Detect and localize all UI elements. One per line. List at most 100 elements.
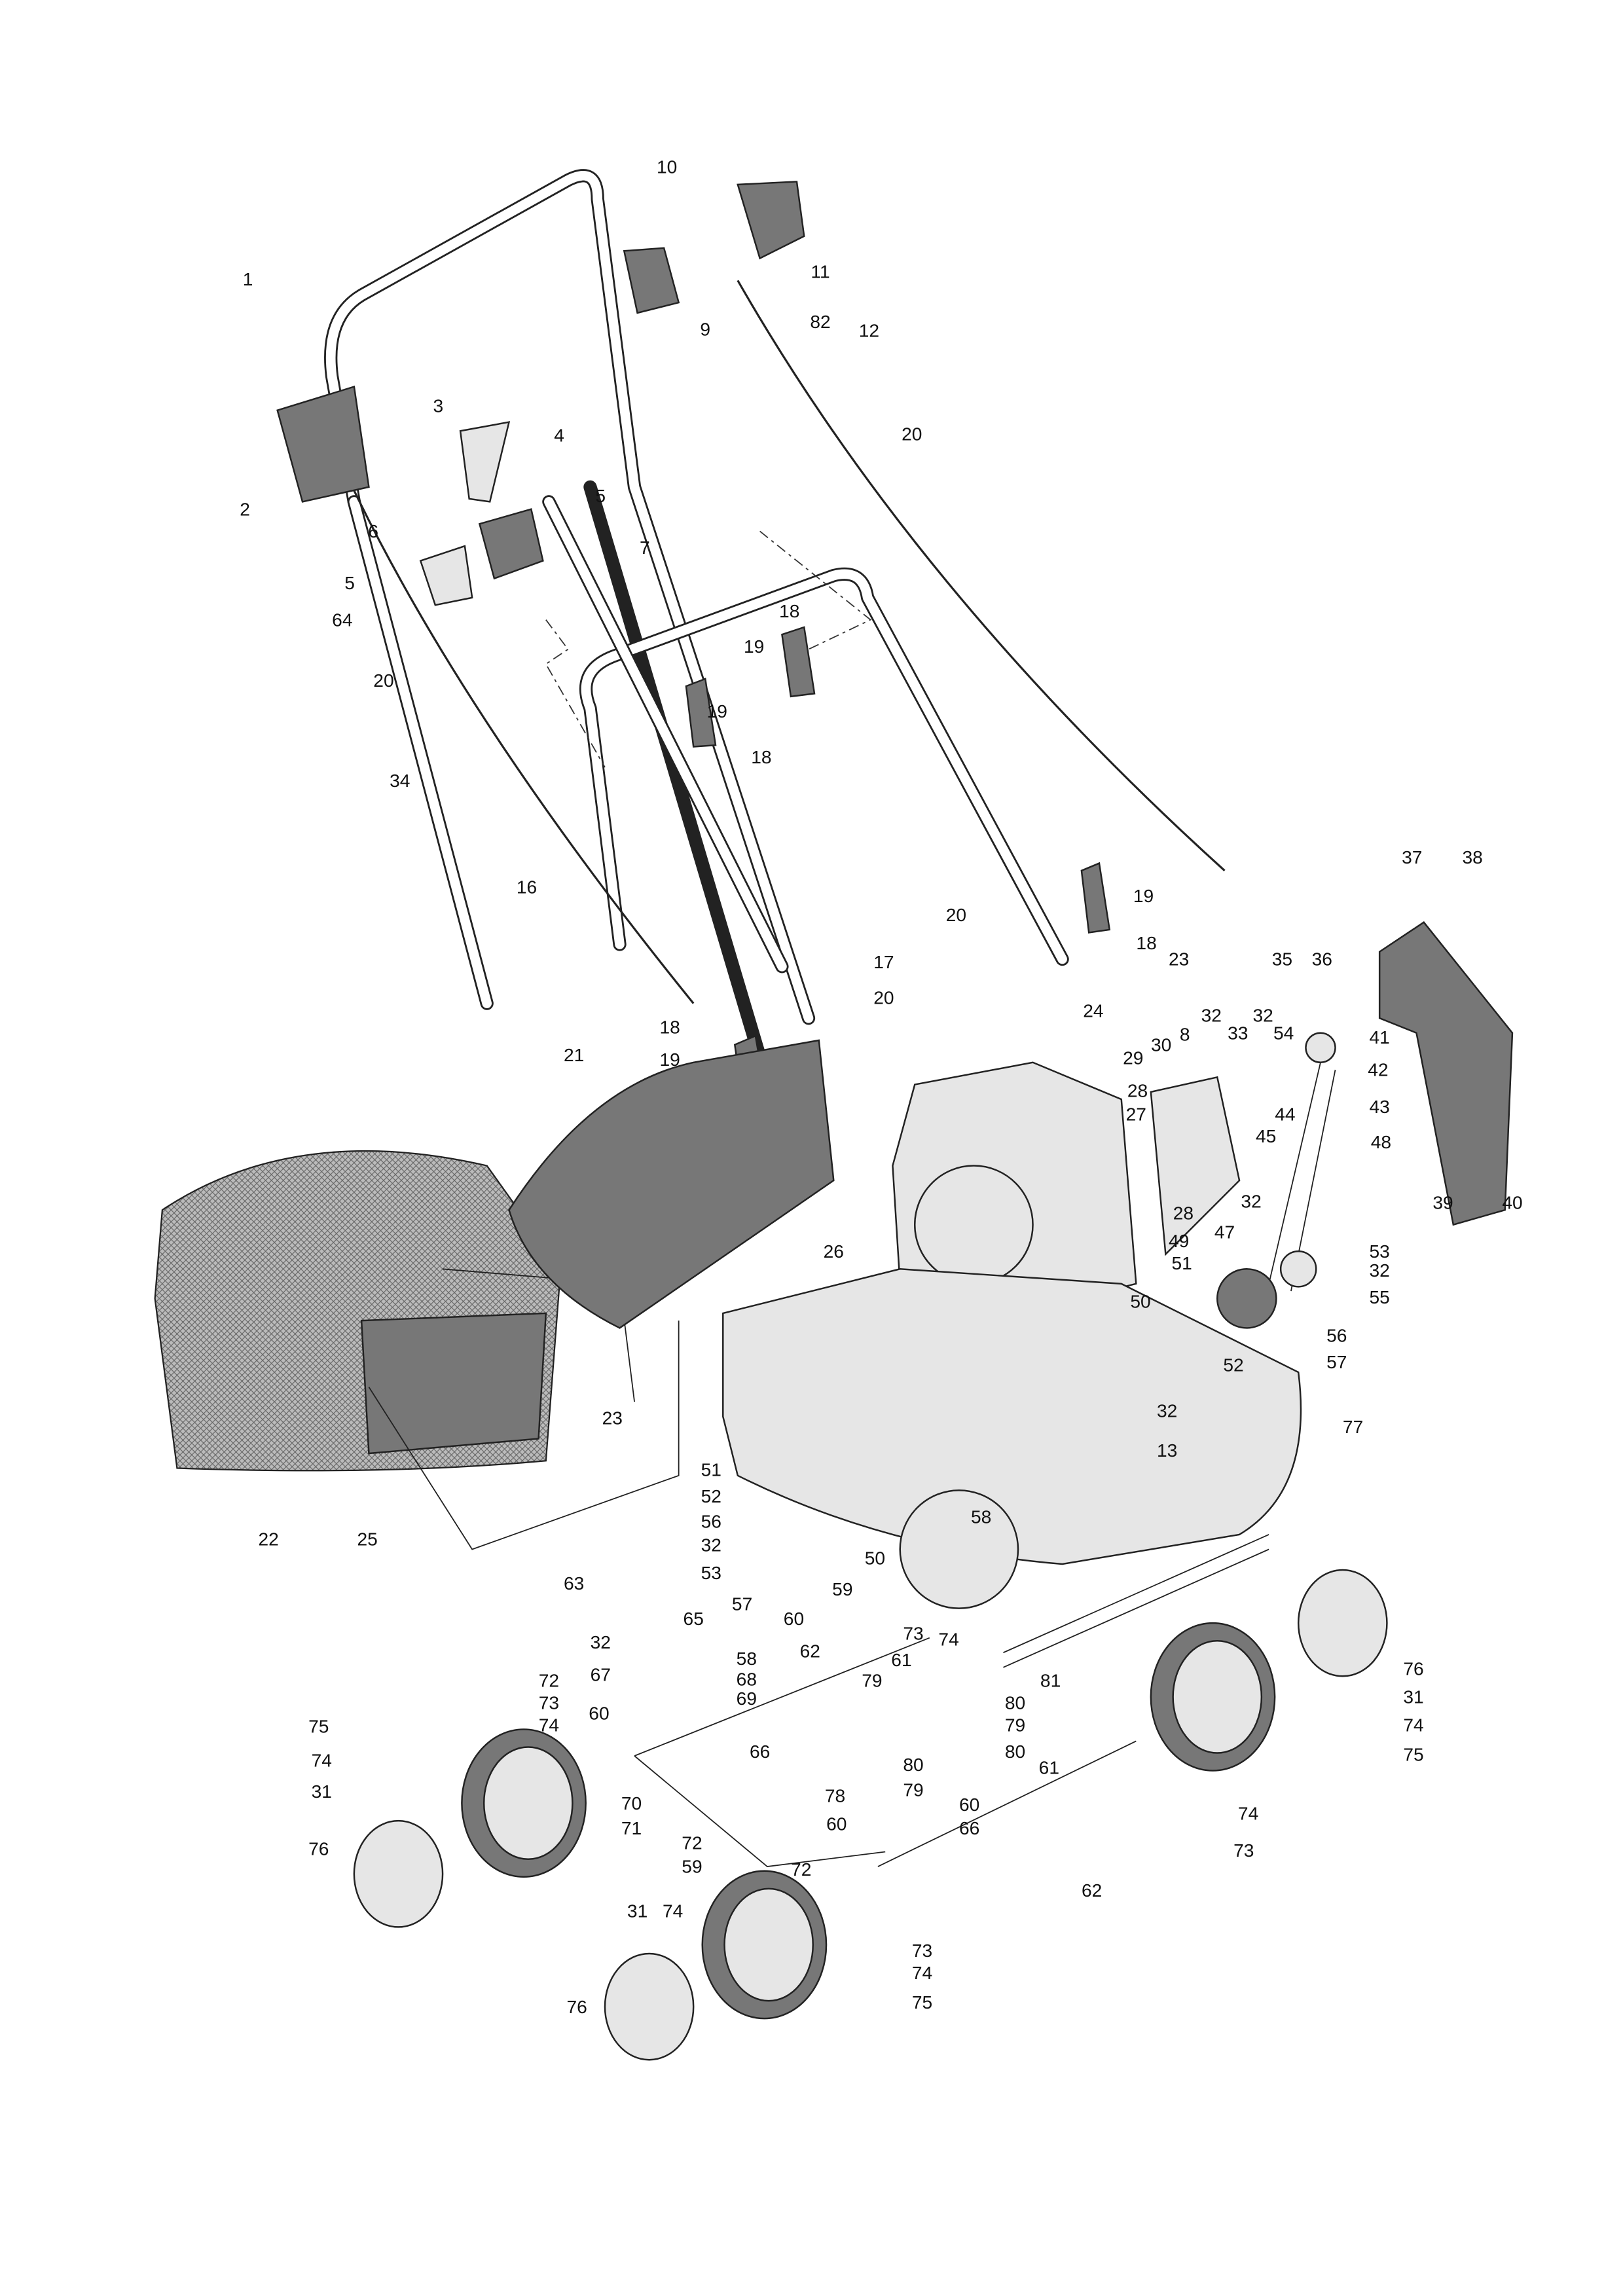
callout-label: 18 bbox=[1136, 932, 1156, 953]
callout-label: 75 bbox=[308, 1716, 329, 1737]
callout-label: 70 bbox=[621, 1793, 642, 1813]
callout-label: 67 bbox=[591, 1664, 611, 1685]
callout-label: 22 bbox=[258, 1528, 278, 1549]
lower-handle bbox=[542, 480, 1069, 1114]
callout-label: 77 bbox=[1343, 1416, 1363, 1437]
callout-label: 2 bbox=[240, 498, 250, 519]
callout-label: 63 bbox=[564, 1573, 584, 1594]
hubcap-76 bbox=[353, 1819, 444, 1928]
callout-label: 29 bbox=[1123, 1048, 1143, 1068]
callout-label: 36 bbox=[1312, 949, 1332, 970]
callout-label: 9 bbox=[700, 318, 710, 339]
callout-label: 74 bbox=[312, 1749, 332, 1770]
callout-label: 54 bbox=[1273, 1022, 1294, 1043]
hubcap-76 bbox=[604, 1952, 695, 2061]
callout-label: 19 bbox=[744, 636, 764, 657]
callout-label: 32 bbox=[1252, 1004, 1273, 1025]
engine-starter bbox=[914, 1165, 1034, 1285]
callout-label: 52 bbox=[1223, 1354, 1243, 1375]
callout-label: 66 bbox=[750, 1741, 770, 1762]
callout-label: 59 bbox=[682, 1856, 702, 1877]
callout-label: 60 bbox=[959, 1794, 979, 1815]
switch-box-2 bbox=[276, 386, 370, 503]
callout-label: 34 bbox=[390, 770, 410, 791]
callout-label: 61 bbox=[891, 1649, 911, 1670]
callout-label: 61 bbox=[1039, 1757, 1059, 1778]
callout-label: 23 bbox=[1169, 949, 1189, 970]
callout-label: 28 bbox=[1173, 1202, 1194, 1223]
clamp-5b bbox=[419, 545, 473, 606]
callout-label: 78 bbox=[825, 1785, 845, 1806]
plate-47 bbox=[1150, 1076, 1241, 1256]
callout-label: 25 bbox=[357, 1528, 377, 1549]
callout-label: 47 bbox=[1214, 1222, 1235, 1243]
wheel-75-rear-left bbox=[461, 1728, 587, 1878]
callout-label: 31 bbox=[627, 1900, 647, 1921]
callout-label: 32 bbox=[1241, 1190, 1261, 1211]
cable-12 bbox=[737, 280, 1226, 871]
belt-cover-37 bbox=[1378, 921, 1514, 1226]
callout-label: 57 bbox=[1326, 1351, 1347, 1372]
callout-label: 79 bbox=[903, 1779, 923, 1800]
callout-label: 79 bbox=[1005, 1714, 1025, 1735]
callout-label: 75 bbox=[912, 1992, 932, 2013]
callout-label: 33 bbox=[1228, 1022, 1248, 1043]
deck-77 bbox=[722, 1268, 1302, 1565]
callout-label: 79 bbox=[862, 1670, 882, 1691]
callout-label: 62 bbox=[1082, 1880, 1102, 1901]
callout-label: 31 bbox=[1403, 1686, 1423, 1707]
callout-label: 20 bbox=[873, 987, 894, 1008]
callout-label: 58 bbox=[737, 1648, 757, 1669]
callout-label: 64 bbox=[332, 609, 352, 630]
hubcap-76 bbox=[1297, 1569, 1388, 1677]
callout-label: 73 bbox=[903, 1623, 923, 1644]
callout-label: 74 bbox=[1403, 1714, 1423, 1735]
callout-label: 50 bbox=[865, 1548, 885, 1569]
callout-label: 18 bbox=[659, 1016, 680, 1037]
callout-label: 82 bbox=[810, 311, 830, 332]
callout-label: 72 bbox=[682, 1832, 702, 1853]
callout-label: 53 bbox=[1369, 1241, 1389, 1262]
wheel-75-front-left bbox=[701, 1870, 828, 2020]
callout-label: 32 bbox=[1201, 1004, 1222, 1025]
callout-label: 35 bbox=[1272, 949, 1292, 970]
callout-label: 17 bbox=[873, 951, 894, 972]
callout-label: 53 bbox=[701, 1562, 721, 1583]
callout-label: 28 bbox=[1127, 1080, 1148, 1101]
callout-label: 58 bbox=[971, 1506, 991, 1527]
wheel-75-right bbox=[1150, 1622, 1276, 1772]
callout-label: 44 bbox=[1275, 1103, 1295, 1124]
callout-label: 30 bbox=[1151, 1034, 1171, 1055]
bracket-4 bbox=[459, 421, 511, 503]
callout-label: 4 bbox=[554, 425, 564, 446]
callout-label: 7 bbox=[640, 537, 650, 558]
callout-label: 32 bbox=[1157, 1400, 1177, 1421]
cover-21 bbox=[508, 1039, 835, 1329]
callout-label: 10 bbox=[657, 156, 677, 177]
callout-label: 6 bbox=[368, 520, 378, 541]
assembly-line bbox=[545, 530, 872, 768]
callout-label: 80 bbox=[1005, 1741, 1025, 1762]
callout-label: 69 bbox=[737, 1688, 757, 1709]
callout-label: 68 bbox=[737, 1669, 757, 1690]
callout-label: 31 bbox=[312, 1781, 332, 1802]
callout-label: 81 bbox=[1040, 1670, 1061, 1691]
callout-label: 76 bbox=[1403, 1658, 1423, 1679]
callout-label: 40 bbox=[1502, 1192, 1522, 1213]
callout-label: 8 bbox=[1180, 1024, 1190, 1045]
pulley-56 bbox=[1216, 1268, 1277, 1329]
callout-label: 73 bbox=[1233, 1840, 1254, 1861]
callout-label: 3 bbox=[433, 395, 443, 416]
callout-label: 60 bbox=[784, 1608, 804, 1629]
callout-label: 71 bbox=[621, 1817, 642, 1838]
pulley-36 bbox=[1305, 1032, 1336, 1064]
callout-label: 55 bbox=[1369, 1286, 1389, 1307]
callout-label: 52 bbox=[701, 1485, 721, 1506]
callout-label: 73 bbox=[912, 1940, 932, 1961]
cable-16 bbox=[331, 442, 695, 1004]
callout-label: 80 bbox=[1005, 1692, 1025, 1713]
callout-label: 13 bbox=[1157, 1440, 1177, 1461]
callout-label: 59 bbox=[832, 1578, 852, 1599]
